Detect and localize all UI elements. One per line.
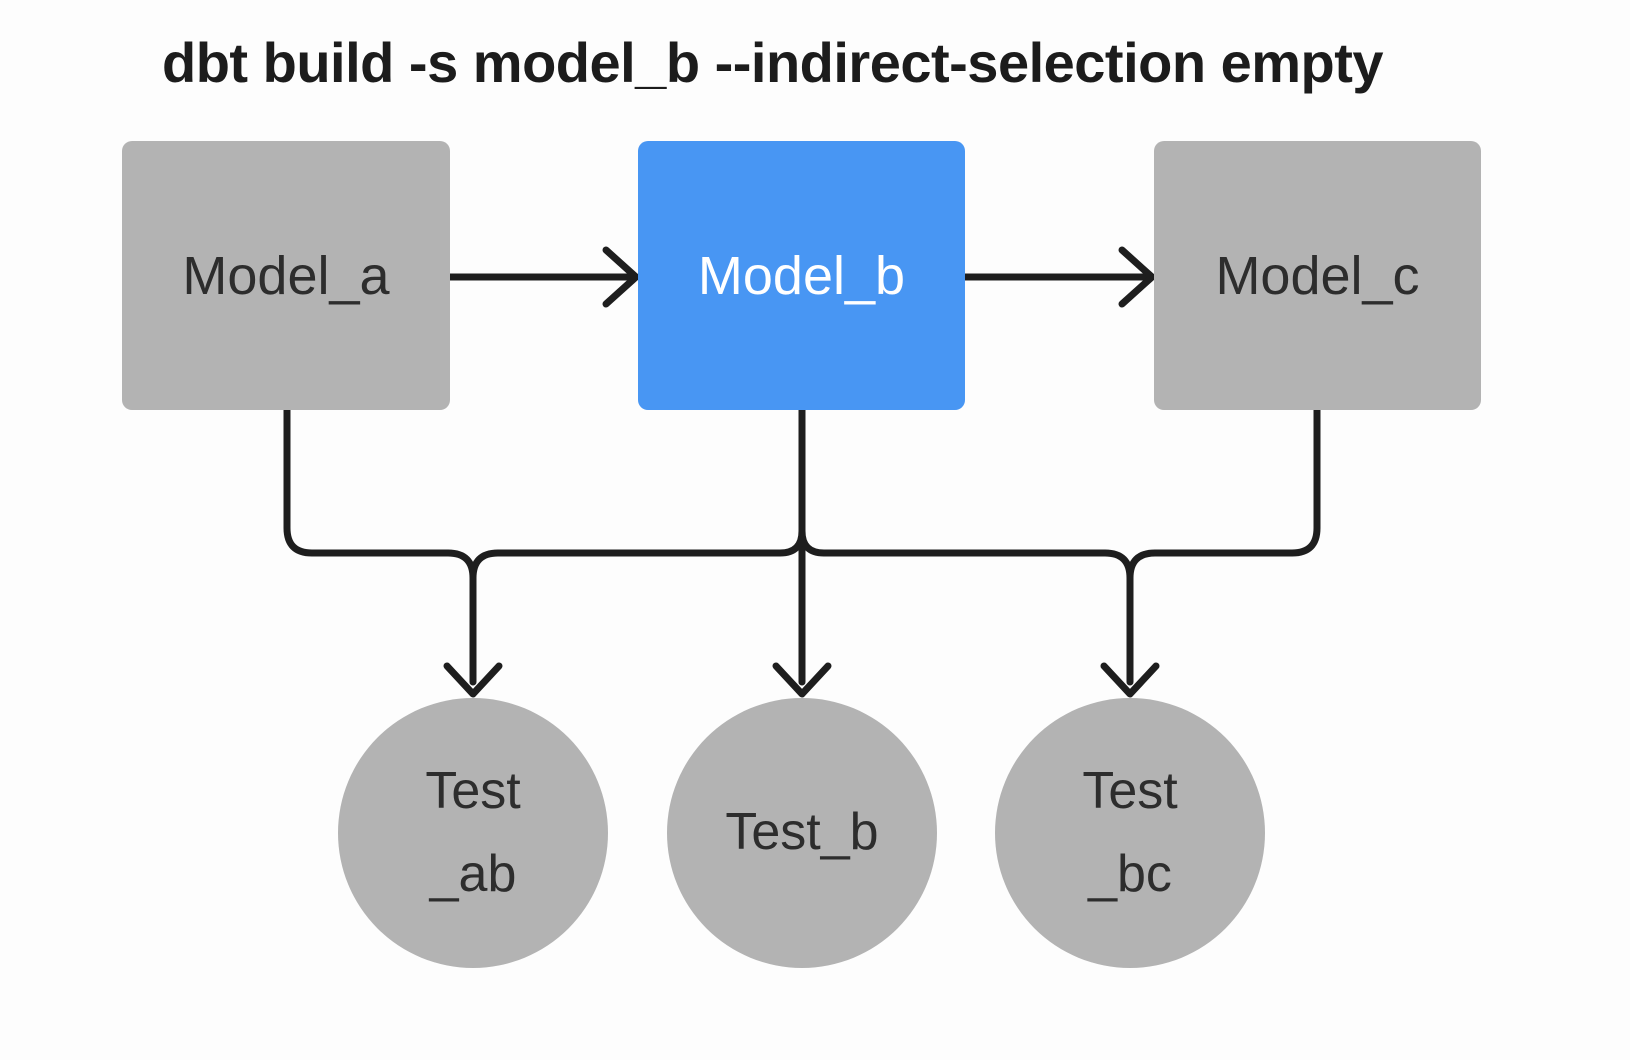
arrowhead-model-b-icon xyxy=(602,246,640,308)
node-test-bc-label-line1: Test xyxy=(1082,761,1178,820)
arrowhead-model-c-icon xyxy=(1118,246,1156,308)
node-test-ab-label-line1: Test xyxy=(425,761,521,820)
node-model-a-label: Model_a xyxy=(182,245,390,306)
node-model-c-label: Model_c xyxy=(1215,245,1420,306)
edge-model-b-to-test-ab xyxy=(469,527,806,582)
node-model-b-label: Model_b xyxy=(697,245,906,306)
arrowhead-test-ab-icon xyxy=(443,662,503,698)
node-model-b-selected: Model_b xyxy=(638,141,965,410)
node-test-bc-label-line2: _bc xyxy=(1088,845,1172,903)
diagram-title: dbt build -s model_b --indirect-selectio… xyxy=(162,31,1384,94)
node-test-b: Test_b xyxy=(667,698,937,968)
arrowhead-test-bc-icon xyxy=(1100,662,1160,698)
node-model-a: Model_a xyxy=(122,141,450,410)
edge-model-c-to-test-bc xyxy=(1126,406,1321,582)
node-test-bc: Test _bc xyxy=(995,698,1265,968)
node-test-ab-label-line2: _ab xyxy=(429,845,517,903)
node-test-b-label-line1: Test_b xyxy=(725,803,879,862)
node-test-ab: Test _ab xyxy=(338,698,608,968)
edge-model-a-to-test-ab xyxy=(283,406,477,686)
edge-model-b-to-test-bc xyxy=(798,527,1134,686)
node-model-c: Model_c xyxy=(1154,141,1481,410)
arrowhead-test-b-icon xyxy=(772,662,832,698)
